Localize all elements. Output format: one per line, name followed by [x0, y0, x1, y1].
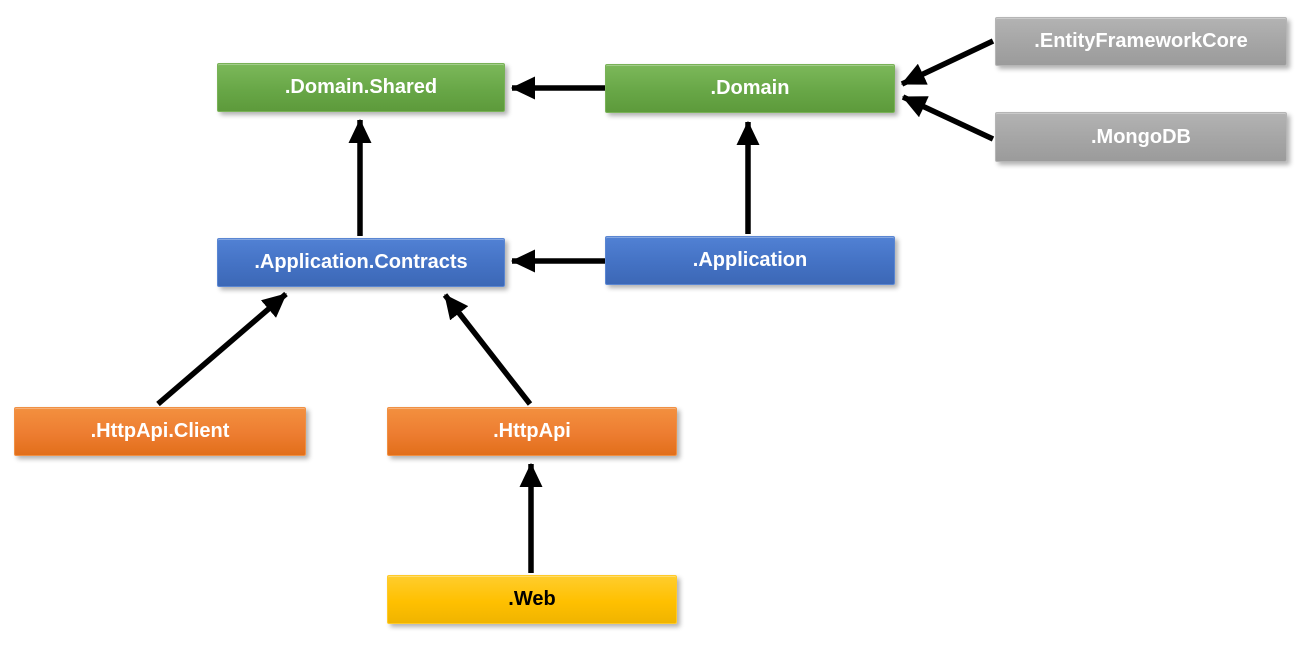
edge-httpapi-client-to-application-contracts	[156, 291, 288, 407]
node-entityframeworkcore: .EntityFrameworkCore	[995, 17, 1287, 66]
node-entityframeworkcore-label: .EntityFrameworkCore	[1034, 30, 1248, 52]
node-application: .Application	[605, 236, 895, 285]
node-application-contracts: .Application.Contracts	[217, 238, 505, 287]
edge-mongodb-to-domain	[901, 94, 995, 142]
node-httpapi-client-label: .HttpApi.Client	[90, 420, 230, 442]
node-httpapi: .HttpApi	[387, 407, 677, 456]
node-domain: .Domain	[605, 64, 895, 113]
node-mongodb: .MongoDB	[995, 112, 1287, 162]
node-web: .Web	[387, 575, 677, 624]
edge-httpapi-to-application-contracts	[442, 293, 533, 406]
node-application-contracts-label: .Application.Contracts	[254, 251, 468, 273]
node-mongodb-label: .MongoDB	[1091, 125, 1191, 148]
edge-entityframeworkcore-to-domain	[900, 38, 995, 87]
node-domain-label: .Domain	[710, 77, 790, 99]
node-domain-shared: .Domain.Shared	[217, 63, 505, 112]
node-web-label: .Web	[508, 588, 556, 610]
node-application-label: .Application	[692, 249, 808, 271]
node-httpapi-label: .HttpApi	[493, 420, 571, 442]
node-httpapi-client: .HttpApi.Client	[14, 407, 306, 456]
node-domain-shared-label: .Domain.Shared	[284, 76, 438, 98]
